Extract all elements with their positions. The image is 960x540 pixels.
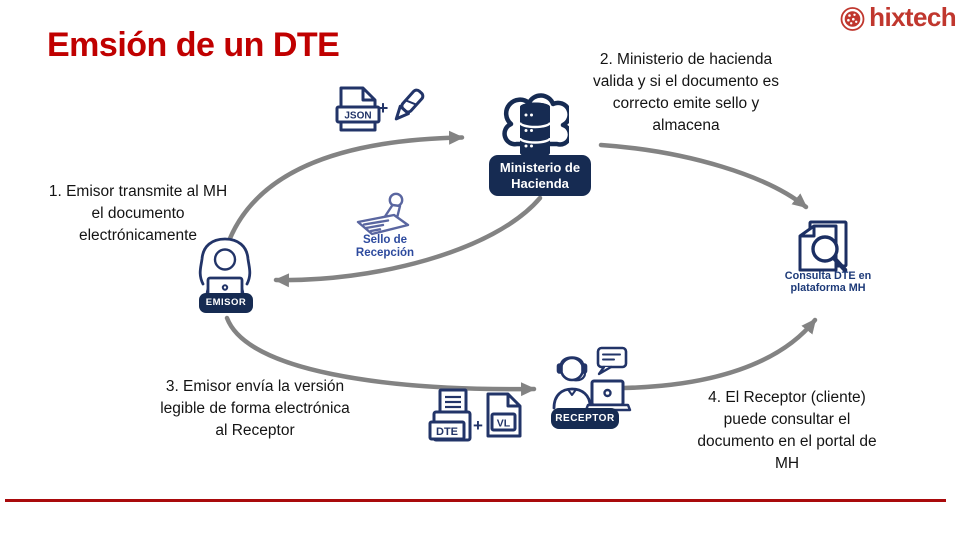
consulta-dte-icon: [798, 220, 848, 273]
vl-label: VL: [497, 418, 511, 430]
dte-label-box: [428, 420, 466, 441]
consulta-caption: Consulta DTE en plataforma MH: [784, 270, 872, 294]
bottom-divider-line: [5, 499, 946, 502]
brand-name: hixtech: [869, 2, 956, 32]
json-label: JSON: [344, 111, 371, 122]
receptor-label: RECEPTOR: [551, 408, 619, 429]
arrow-emisor-to-mh: [224, 130, 465, 249]
sello-caption: Sello de Recepción: [355, 234, 415, 259]
brand-berry-icon: [840, 6, 865, 31]
json-and-pen-icons: JSON +: [335, 86, 425, 132]
receptor-person-icon: [552, 346, 632, 412]
dte-and-vl-icons: DTE + VL: [428, 388, 522, 442]
pen-icon: [394, 88, 425, 121]
stamp-icon: [356, 192, 410, 236]
dte-label: DTE: [436, 426, 458, 438]
json-label-box: [335, 105, 381, 124]
step-2-text: 2. Ministerio de hacienda valida y si el…: [592, 51, 780, 134]
arrow-mh-to-consulta: [598, 142, 809, 210]
plus-sign: +: [378, 98, 389, 118]
step-3-text: 3. Emisor envía la versión legible de fo…: [160, 378, 350, 439]
magnifier-icon: [811, 235, 839, 263]
arrow-receptor-to-consulta: [620, 317, 818, 391]
ministerio-label: Ministerio de Hacienda: [489, 155, 591, 196]
step-4-text: 4. El Receptor (cliente) puede consultar…: [697, 389, 877, 472]
speech-bubble-icon: [596, 346, 628, 376]
plus-sign-2: +: [473, 416, 483, 435]
ministerio-cloud-database-icon: [502, 93, 569, 158]
vl-label-box: [490, 412, 517, 432]
database-icon: [518, 102, 552, 158]
brand-logo: hixtech: [839, 2, 957, 33]
emisor-person-icon: [198, 237, 252, 300]
emisor-label: EMISOR: [199, 293, 253, 313]
step-1-text: 1. Emisor transmite al MH el documento e…: [48, 183, 228, 244]
slide-title: Emsión de un DTE: [47, 26, 340, 64]
